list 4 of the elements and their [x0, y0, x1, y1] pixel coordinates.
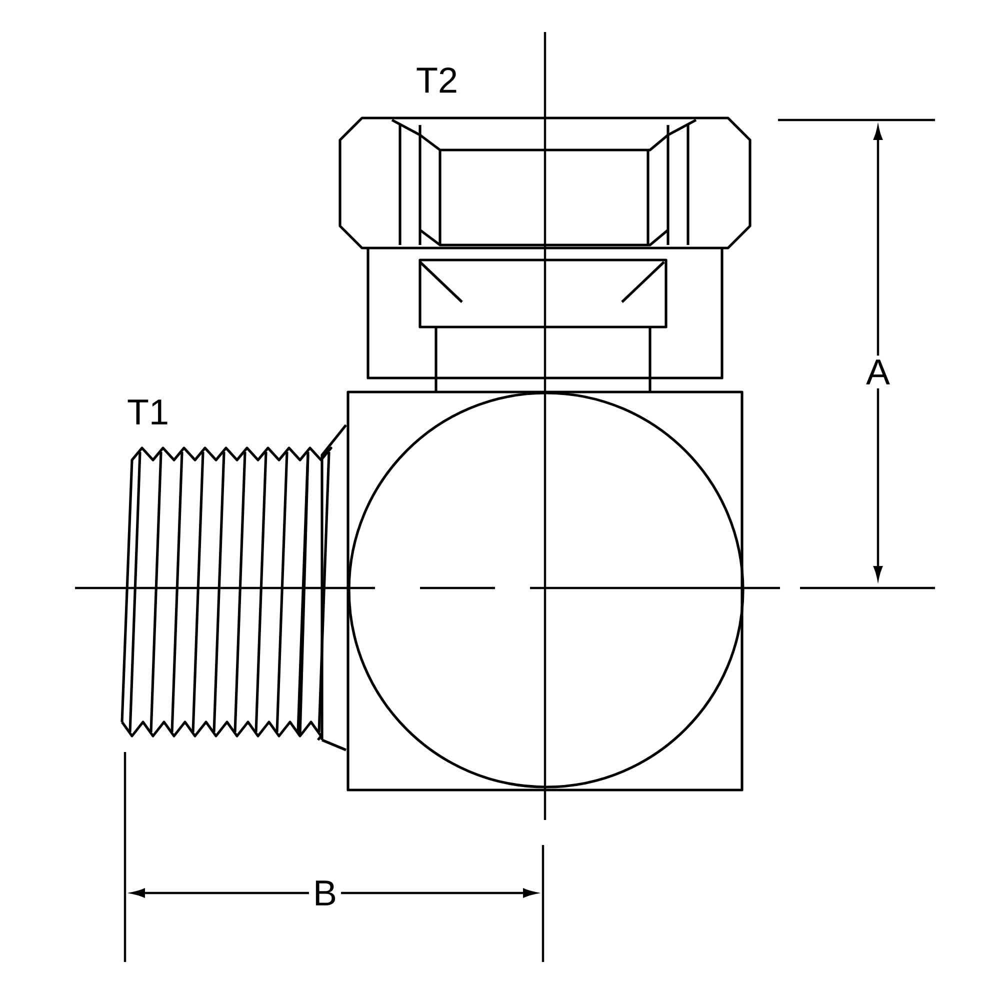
dimension-label: B [309, 876, 341, 910]
dimension-label: A [862, 356, 894, 388]
dimension-label: T1 [128, 400, 168, 424]
dimension-label: T2 [416, 67, 456, 93]
